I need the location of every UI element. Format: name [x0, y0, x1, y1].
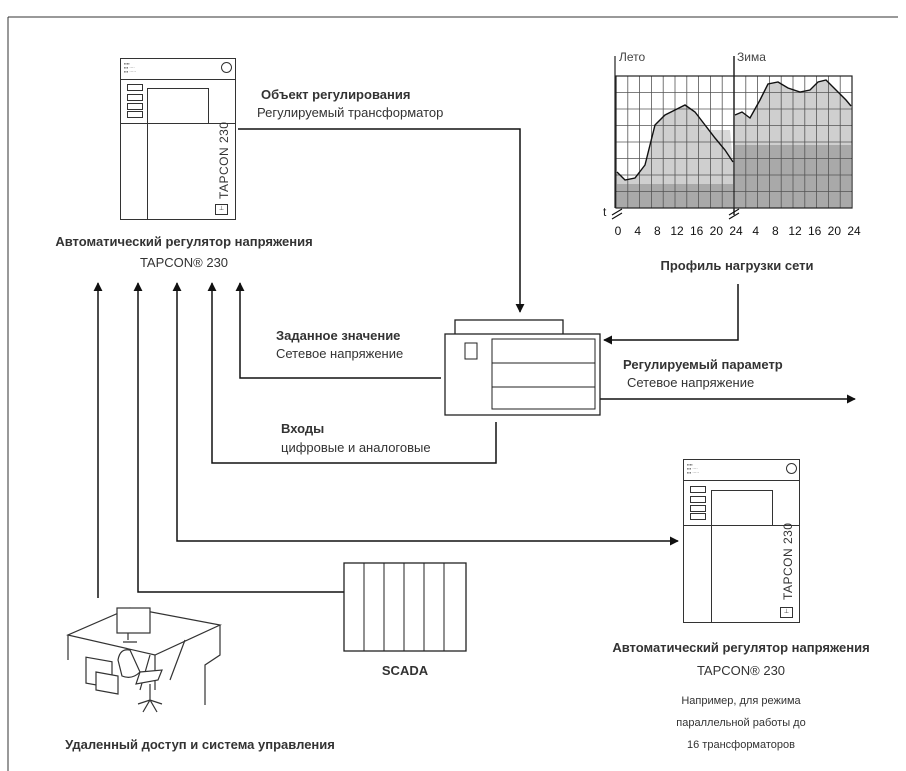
device-button[interactable]	[127, 103, 143, 110]
chart-x-tick-label: 16	[690, 224, 704, 238]
inputs-subtitle: цифровые и аналоговые	[281, 440, 431, 455]
device-brand-text: ▪▪▪▪▪▪▪ ····▪▪▪ ·····	[687, 462, 700, 475]
logo-icon	[786, 463, 797, 474]
device-brand-text: ▪▪▪▪▪▪▪ ····▪▪▪ ·····	[124, 61, 137, 74]
device-display	[147, 88, 209, 124]
tapcon-device-bottom: ▪▪▪▪▪▪▪ ····▪▪▪ ····· TAPCON 230 ⊥	[683, 459, 800, 623]
regulator-bottom-title: Автоматический регулятор напряжения	[612, 640, 870, 655]
axis-break-mid	[728, 208, 740, 220]
regulator-top-model: TAPCON® 230	[139, 255, 229, 270]
chart-label-summer: Лето	[619, 50, 646, 64]
controlled-param-title: Регулируемый параметр	[623, 357, 783, 372]
device-display	[711, 490, 773, 526]
chart-t-label: t	[603, 205, 607, 219]
parallel-note-line1: Например, для режима	[681, 695, 801, 707]
remote-access-label: Удаленный доступ и система управления	[65, 737, 335, 752]
device-button[interactable]	[690, 496, 706, 503]
logo-icon	[221, 62, 232, 73]
chart-x-tick-label: 8	[654, 224, 661, 238]
regulator-bottom-model: TAPCON® 230	[696, 663, 786, 678]
arrow-parallel	[172, 282, 679, 546]
device-button[interactable]	[690, 513, 706, 520]
device-divider	[711, 525, 712, 622]
network-port-icon: ⊥	[215, 204, 228, 215]
control-object-title: Объект регулирования	[261, 87, 411, 102]
setpoint-title: Заданное значение	[276, 328, 401, 343]
device-button[interactable]	[690, 505, 706, 512]
device-button[interactable]	[127, 111, 143, 118]
chart-x-tick-label: 4	[752, 224, 759, 238]
chart-x-tick-label: 16	[808, 224, 822, 238]
device-divider	[684, 525, 799, 526]
transformer-block	[444, 319, 601, 416]
device-divider	[684, 480, 799, 481]
chart-x-tick-label: 24	[847, 224, 861, 238]
chart-x-tick-label: 20	[710, 224, 724, 238]
device-button[interactable]	[127, 84, 143, 91]
arrow-control-object	[238, 128, 525, 313]
arrow-scada	[133, 282, 344, 593]
device-divider	[147, 123, 148, 219]
inputs-title: Входы	[281, 421, 325, 436]
chart-x-tick-label: 0	[615, 224, 622, 238]
axis-break-left	[611, 208, 623, 220]
device-name-label: TAPCON 230	[781, 522, 795, 600]
chart-x-tick-label: 24	[729, 224, 743, 238]
parallel-note-line3: 16 трансформаторов	[687, 739, 795, 751]
chart-x-tick-label: 12	[788, 224, 802, 238]
setpoint-subtitle: Сетевое напряжение	[276, 346, 404, 361]
chart-x-tick-label: 4	[634, 224, 641, 238]
control-object-subtitle: Регулируемый трансформатор	[257, 105, 444, 120]
summer-load-curve	[616, 104, 734, 181]
load-profile-caption: Профиль нагрузки сети	[660, 258, 814, 273]
device-divider	[121, 79, 235, 80]
chart-label-winter: Зима	[737, 50, 766, 64]
scada-label: SCADA	[381, 663, 429, 678]
workstation-illustration	[66, 607, 222, 713]
device-button[interactable]	[127, 94, 143, 101]
network-port-icon: ⊥	[780, 607, 793, 618]
controlled-param-subtitle: Сетевое напряжение	[627, 375, 755, 390]
chart-x-tick-label: 12	[670, 224, 684, 238]
chart-x-tick-label: 20	[828, 224, 842, 238]
scada-rack	[343, 562, 467, 652]
summer-mid-area	[655, 125, 733, 162]
device-divider	[121, 123, 235, 124]
chart-x-tick-label: 8	[772, 224, 779, 238]
device-button[interactable]	[690, 486, 706, 493]
winter-load-curve	[734, 79, 852, 120]
parallel-note-line2: параллельной работы до	[676, 717, 806, 729]
regulator-top-title: Автоматический регулятор напряжения	[55, 234, 313, 249]
tapcon-device-top: ▪▪▪▪▪▪▪ ····▪▪▪ ····· TAPCON 230 ⊥	[120, 58, 236, 220]
arrow-load-profile	[603, 284, 739, 345]
device-name-label: TAPCON 230	[217, 121, 231, 199]
